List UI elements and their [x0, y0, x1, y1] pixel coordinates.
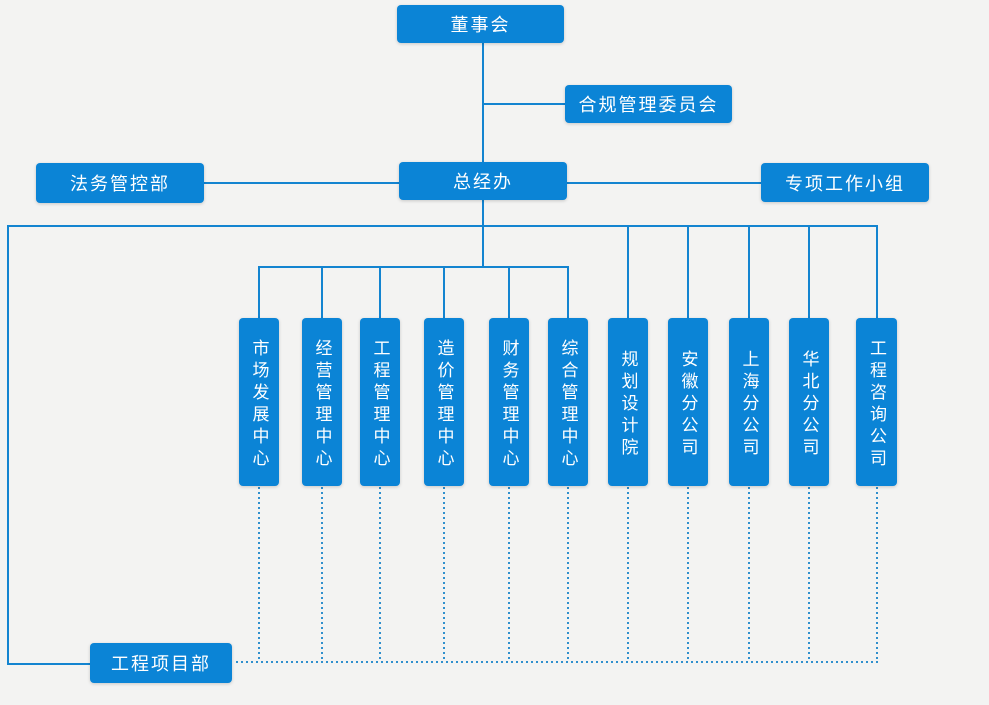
connector-drop [627, 225, 629, 318]
node-department: 综合管理中心 [548, 318, 588, 486]
dotted-drop [808, 487, 810, 662]
dotted-drop [687, 487, 689, 662]
node-department: 造价管理中心 [424, 318, 464, 486]
node-department: 工程咨询公司 [856, 318, 897, 486]
connector-main-bus [7, 225, 878, 227]
node-label: 经营管理中心 [312, 338, 332, 471]
connector-legal-to-gm [204, 182, 400, 184]
connector-to-compliance [482, 103, 566, 105]
dotted-drop [748, 487, 750, 662]
connector-center-bus [258, 266, 569, 268]
node-label: 总经办 [453, 172, 513, 192]
node-department: 安徽分公司 [668, 318, 708, 486]
node-label: 专项工作小组 [785, 173, 905, 194]
node-department: 市场发展中心 [239, 318, 279, 486]
node-label: 董事会 [450, 15, 511, 35]
connector-drop [808, 225, 810, 318]
dotted-drop [258, 487, 260, 662]
node-label: 安徽分公司 [678, 349, 698, 460]
node-department: 财务管理中心 [489, 318, 529, 486]
connector-drop [321, 266, 323, 318]
connector-drop [258, 266, 260, 318]
node-project-dept: 工程项目部 [90, 643, 232, 683]
node-gm-office: 总经办 [399, 162, 567, 200]
connector-drop [443, 266, 445, 318]
dotted-bus [236, 661, 878, 663]
node-compliance-committee: 合规管理委员会 [565, 85, 732, 123]
node-label: 市场发展中心 [249, 338, 269, 471]
dotted-drop [321, 487, 323, 662]
node-label: 上海分公司 [739, 349, 759, 460]
node-label: 工程咨询公司 [867, 338, 886, 471]
node-legal-dept: 法务管控部 [36, 163, 204, 203]
node-label: 法务管控部 [70, 174, 170, 194]
connector-drop [687, 225, 689, 318]
node-label: 财务管理中心 [499, 338, 519, 471]
dotted-drop [876, 487, 878, 662]
connector-drop [748, 225, 750, 318]
dotted-drop [508, 487, 510, 662]
node-label: 华北分公司 [799, 349, 819, 460]
node-special-work-group: 专项工作小组 [761, 163, 929, 202]
node-label: 工程项目部 [111, 654, 211, 674]
node-department: 华北分公司 [789, 318, 829, 486]
connector-to-project-dept [7, 663, 90, 665]
node-label: 合规管理委员会 [578, 95, 719, 115]
connector-drop [508, 266, 510, 318]
connector-gm-to-special [567, 182, 761, 184]
node-label: 综合管理中心 [558, 338, 578, 471]
node-department: 工程管理中心 [360, 318, 400, 486]
connector-drop [567, 266, 569, 318]
node-department: 规划设计院 [608, 318, 648, 486]
dotted-drop [443, 487, 445, 662]
node-department: 经营管理中心 [302, 318, 342, 486]
node-label: 规划设计院 [618, 349, 638, 460]
node-label: 造价管理中心 [434, 338, 454, 471]
node-department: 上海分公司 [729, 318, 769, 486]
node-board: 董事会 [397, 5, 564, 43]
connector-left-drop [7, 225, 9, 665]
connector-drop [876, 225, 878, 318]
dotted-drop [627, 487, 629, 662]
connector-gm-down [482, 198, 484, 267]
node-label: 工程管理中心 [370, 338, 390, 471]
connector-drop [379, 266, 381, 318]
dotted-drop [567, 487, 569, 662]
dotted-drop [379, 487, 381, 662]
